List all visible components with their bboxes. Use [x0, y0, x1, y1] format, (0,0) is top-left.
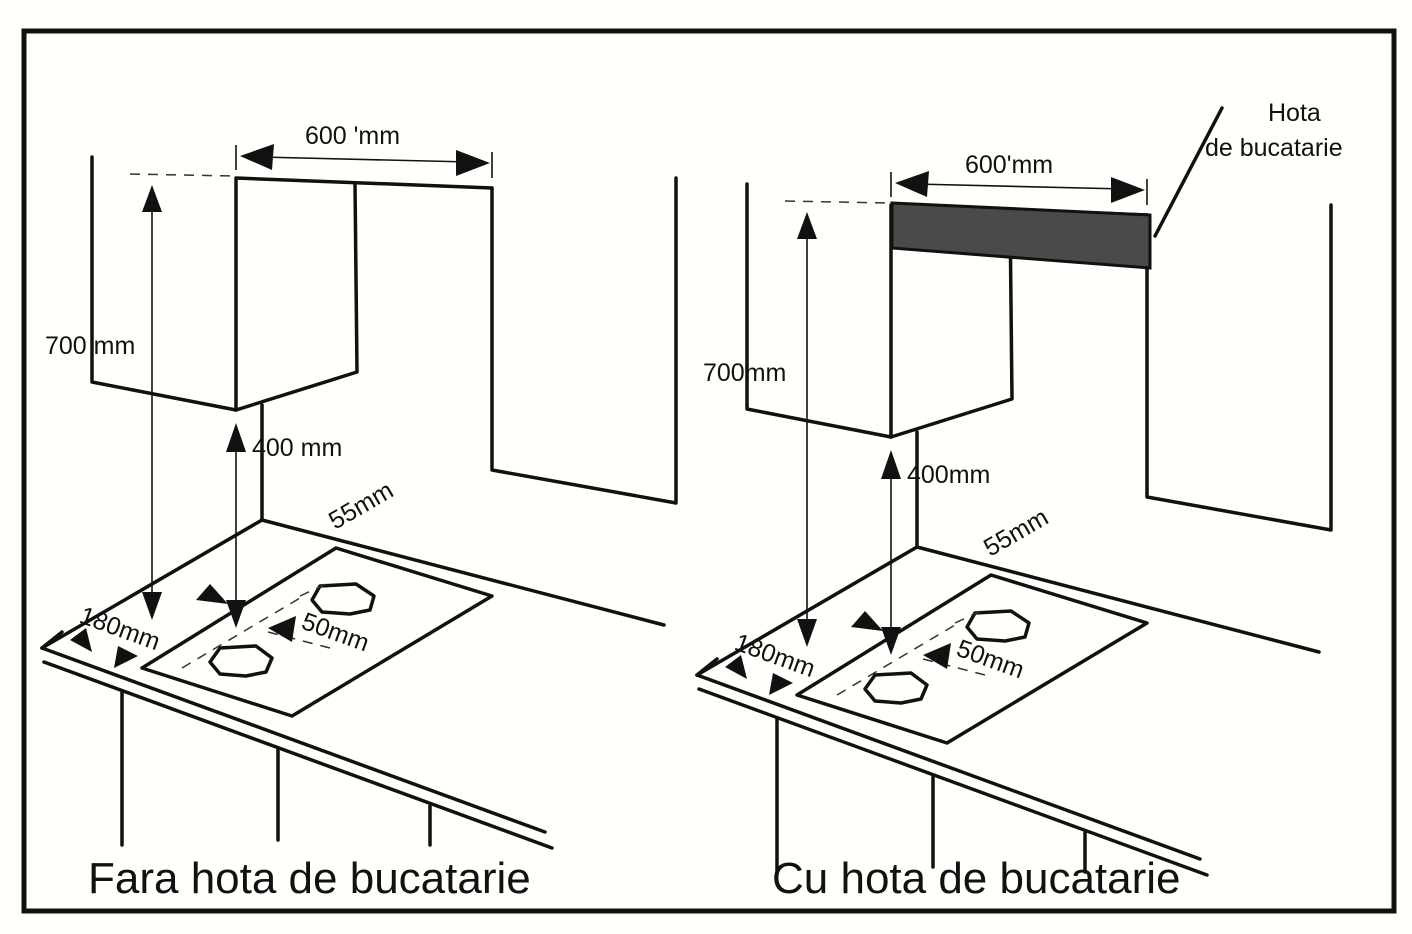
- clearance-height-label: 400mm: [907, 461, 990, 489]
- caption: Fara hota de bucatarie: [88, 854, 531, 903]
- width-label: 600 'mm: [305, 122, 400, 150]
- burner-gap-label: 50mm: [953, 634, 1028, 684]
- right-panel-with-hood: 600'mm 700mm 400mm 55mm 180mm 50mm Hota …: [695, 99, 1343, 903]
- width-label: 600'mm: [965, 151, 1053, 179]
- back-gap-label: 55mm: [979, 503, 1053, 562]
- clearance-height-label: 400 mm: [252, 434, 342, 462]
- back-gap-label: 55mm: [324, 476, 398, 535]
- range-hood: [890, 201, 1152, 270]
- total-height-label: 700mm: [703, 359, 786, 387]
- frame-border: [21, 28, 1397, 914]
- hood-leader-line: [1153, 106, 1224, 238]
- total-height-label: 700 mm: [45, 332, 135, 360]
- left-panel-no-hood: 600 'mm 700 mm 400 mm 55mm 180mm 50mm Fa…: [40, 122, 678, 903]
- hood-label-line1: Hota: [1268, 99, 1321, 127]
- hood-label-line2: de bucatarie: [1205, 134, 1343, 162]
- caption: Cu hota de bucatarie: [772, 854, 1181, 903]
- burner-gap-label: 50mm: [298, 607, 373, 657]
